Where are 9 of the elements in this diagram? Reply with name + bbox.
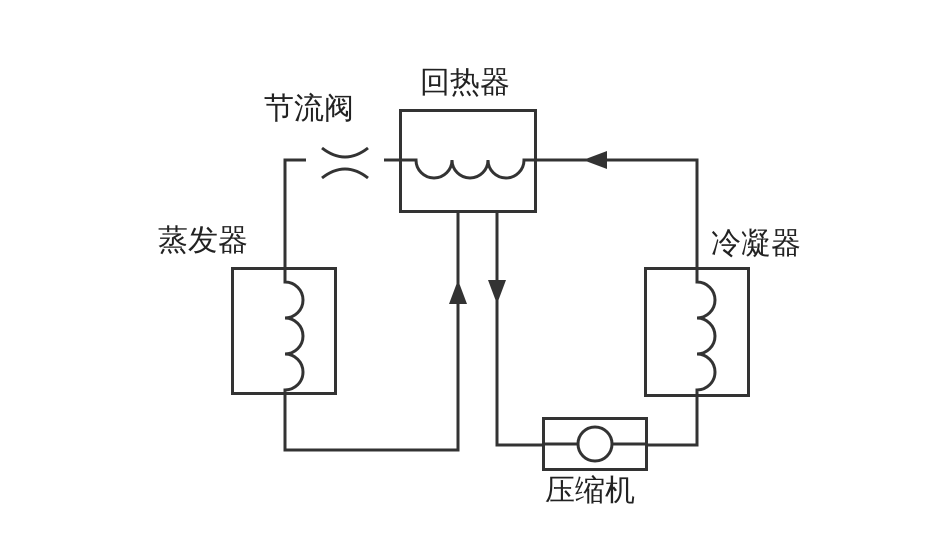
component-label: 压缩机 [545,476,635,506]
coil-box [231,267,337,395]
component-label: 回热器 [420,68,510,98]
compressor-box [542,417,648,471]
heat-exchanger-box [399,109,537,213]
component-label: 冷凝器 [711,229,801,259]
component-label: 节流阀 [264,94,354,124]
component-label: 蒸发器 [158,226,248,256]
coil-box [644,267,750,397]
